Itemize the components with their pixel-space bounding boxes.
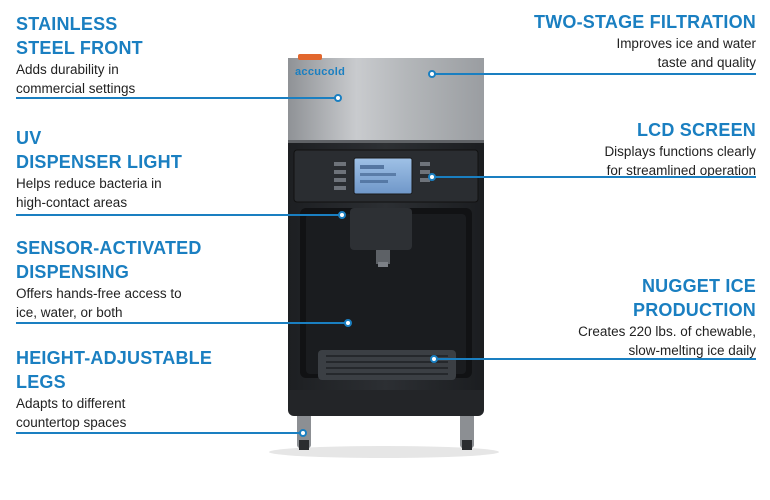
callout-dot-uv — [338, 211, 346, 219]
dispenser-recess — [300, 208, 472, 378]
feature-title: UV — [16, 128, 42, 148]
orange-tab — [298, 54, 322, 60]
feature-nugget-ice-production: NUGGET ICE PRODUCTION Creates 220 lbs. o… — [578, 274, 756, 360]
leader-line-stainless — [16, 97, 338, 99]
feature-description: Helps reduce bacteria in — [16, 176, 162, 191]
base — [288, 378, 484, 416]
feature-title: STAINLESS — [16, 14, 118, 34]
lcd-display — [353, 157, 413, 195]
leader-line-legs — [16, 432, 302, 434]
feature-description: slow-melting ice daily — [628, 343, 756, 358]
feature-lcd-screen: LCD SCREEN Displays functions clearly fo… — [604, 118, 756, 180]
dispenser-head — [350, 208, 412, 250]
leader-line-uv — [16, 214, 340, 216]
feature-description: commercial settings — [16, 81, 136, 96]
leader-line-sensor — [16, 322, 346, 324]
feature-title: LEGS — [16, 372, 66, 392]
feature-description: Improves ice and water — [616, 36, 756, 51]
leg-right — [460, 412, 474, 448]
feature-description: Creates 220 lbs. of chewable, — [578, 324, 756, 339]
feature-title: TWO-STAGE FILTRATION — [534, 12, 756, 32]
leader-line-lcd — [434, 176, 756, 178]
callout-dot-stainless — [334, 94, 342, 102]
feature-description: Adapts to different — [16, 396, 126, 411]
feature-description: Offers hands-free access to — [16, 286, 182, 301]
feature-uv-dispenser-light: UV DISPENSER LIGHT Helps reduce bacteria… — [16, 126, 182, 212]
callout-dot-filtration — [428, 70, 436, 78]
feature-title: STEEL FRONT — [16, 38, 143, 58]
feature-two-stage-filtration: TWO-STAGE FILTRATION Improves ice and wa… — [534, 10, 756, 72]
feature-description: high-contact areas — [16, 195, 128, 210]
feature-title: SENSOR-ACTIVATED — [16, 238, 202, 258]
feature-description: for streamlined operation — [606, 163, 756, 178]
feature-title: NUGGET ICE — [641, 276, 756, 296]
leader-line-filtration — [432, 73, 756, 75]
callout-dot-nugget — [430, 355, 438, 363]
feature-description: countertop spaces — [16, 415, 127, 430]
leader-line-nugget — [436, 358, 756, 360]
feature-height-adjustable-legs: HEIGHT-ADJUSTABLE LEGS Adapts to differe… — [16, 346, 212, 432]
callout-dot-sensor — [344, 319, 352, 327]
feature-description: Adds durability in — [16, 62, 119, 77]
feature-title: HEIGHT-ADJUSTABLE — [16, 348, 213, 368]
callout-dot-legs — [299, 429, 307, 437]
brand-logo: accucold — [295, 66, 346, 78]
feature-sensor-activated-dispensing: SENSOR-ACTIVATED DISPENSING Offers hands… — [16, 236, 202, 322]
feature-description: taste and quality — [657, 55, 756, 70]
feature-description: ice, water, or both — [16, 305, 123, 320]
callout-dot-lcd — [428, 173, 436, 181]
feature-title: PRODUCTION — [633, 300, 756, 320]
feature-stainless-steel-front: STAINLESS STEEL FRONT Adds durability in… — [16, 12, 143, 98]
floor-shadow — [269, 446, 499, 458]
feature-title: DISPENSING — [16, 262, 130, 282]
feature-title: DISPENSER LIGHT — [16, 152, 183, 172]
feature-description: Displays functions clearly — [604, 144, 756, 159]
feature-title: LCD SCREEN — [636, 120, 756, 140]
